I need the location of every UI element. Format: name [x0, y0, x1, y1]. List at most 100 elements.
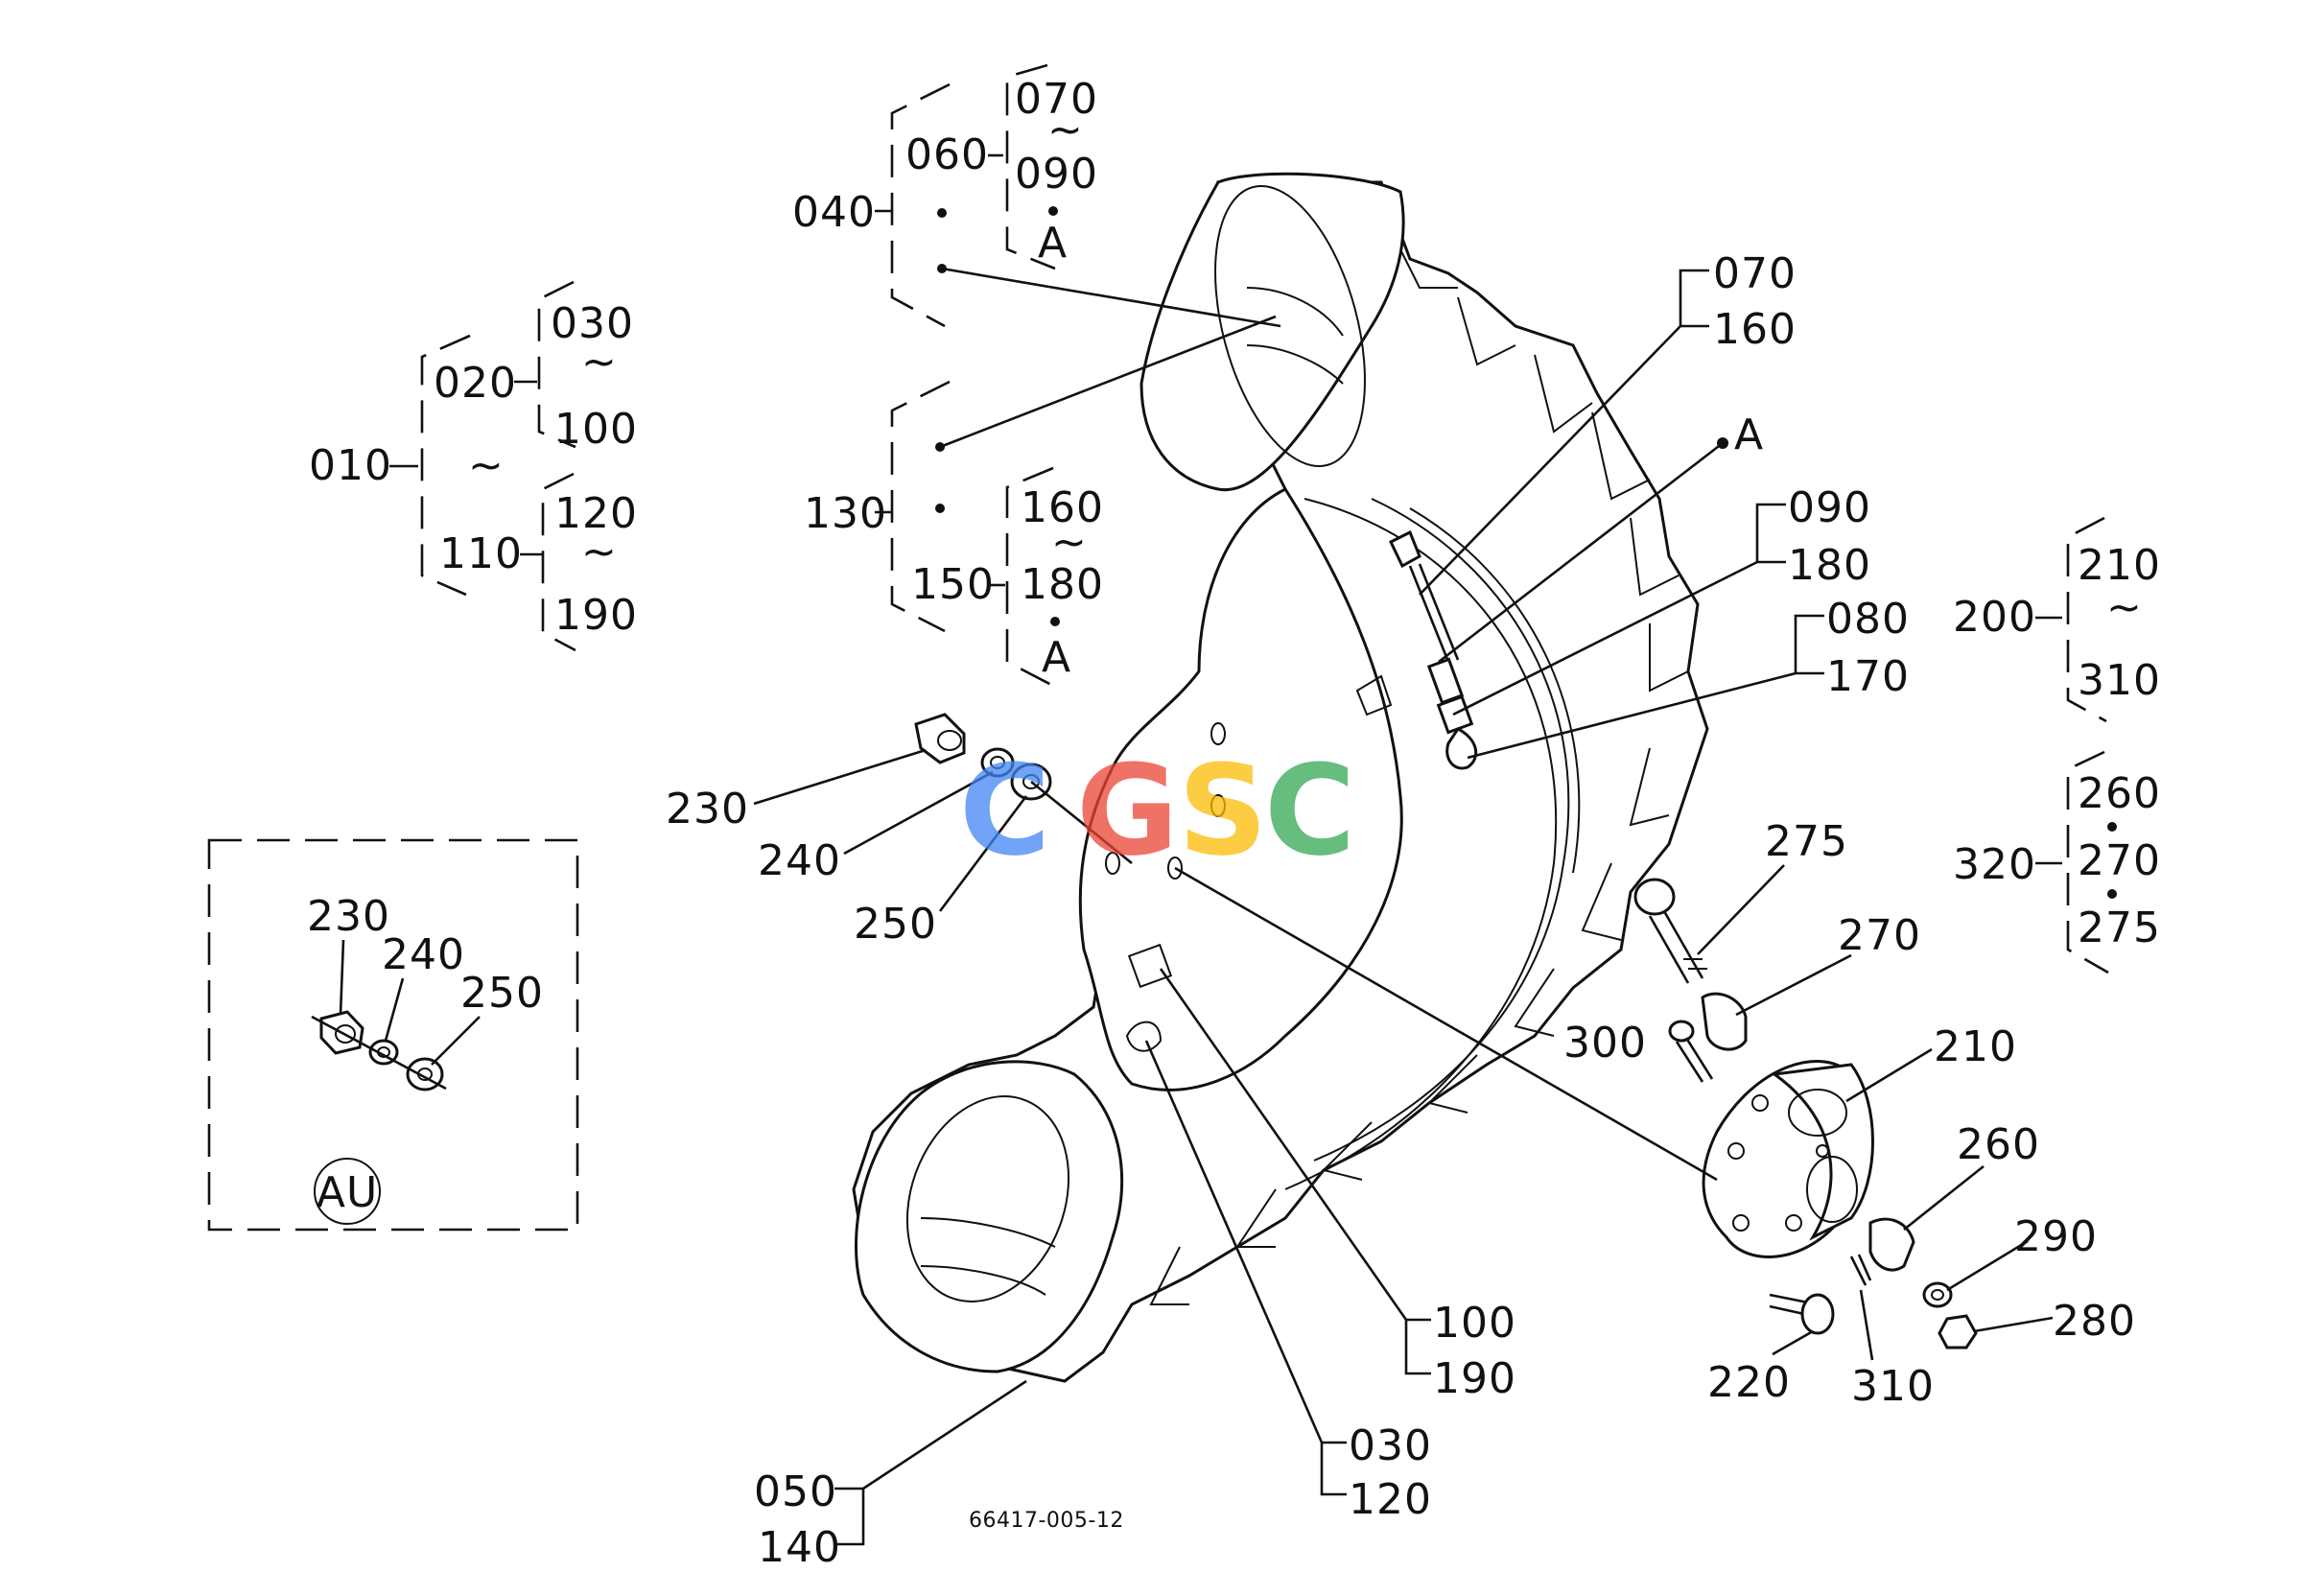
label-200: 200: [1953, 593, 2036, 642]
callout-230-240-250: 230 240 250: [666, 748, 1133, 949]
nut-230: [914, 713, 966, 764]
label-260-top: 260: [2078, 769, 2161, 818]
group-040: 040 060 070 ~ 090 A: [792, 63, 1098, 328]
svg-text:~: ~: [1047, 106, 1084, 154]
tire-section-bottom: [855, 1060, 1124, 1373]
label-090-right: 090: [1788, 483, 1871, 532]
label-180-top: 180: [1021, 560, 1104, 609]
au-label-230: 230: [307, 892, 390, 941]
label-120: 120: [1349, 1475, 1432, 1524]
watermark-letter-4: C: [1264, 738, 1355, 883]
svg-text:~: ~: [2106, 583, 2143, 632]
group-320: 320 260 270 275: [1953, 750, 2161, 974]
group-010: 010 020 ~ 110 030 ~ 100 120 ~ 190: [309, 280, 638, 652]
watermark-letter-2: G: [1076, 738, 1179, 883]
wheel-disc: [1078, 487, 1403, 1091]
label-130: 130: [804, 489, 887, 538]
label-030: 030: [1349, 1421, 1432, 1470]
label-040: 040: [792, 188, 876, 237]
bolt-220: [1769, 1293, 1835, 1335]
callout-A-right: A: [1438, 411, 1763, 664]
callout-260: 260: [1903, 1120, 2040, 1232]
label-110: 110: [439, 529, 523, 578]
au-inset: AU 230 240 250: [207, 838, 579, 1232]
drawing-code: 66417-005-12: [969, 1509, 1124, 1533]
label-270: 270: [1838, 911, 1921, 960]
washer-240: [980, 747, 1015, 778]
label-210: 210: [1934, 1022, 2017, 1071]
label-320: 320: [1953, 840, 2036, 889]
callout-090-180: 090 180: [1452, 483, 1871, 716]
au-tag: AU: [317, 1168, 378, 1217]
wheel-assembly: [852, 172, 1709, 1383]
svg-text:~: ~: [581, 528, 618, 576]
label-070-top: 070: [1015, 75, 1098, 124]
group-130: 130 150 160 ~ 180 A: [804, 380, 1104, 689]
label-180-right: 180: [1788, 541, 1871, 590]
collar-260: [1868, 1217, 1915, 1272]
tire-section-top: [1139, 172, 1405, 492]
label-310-top: 310: [2078, 656, 2161, 705]
callout-270: 270: [1735, 911, 1921, 1017]
label-310: 310: [1851, 1362, 1935, 1411]
label-250: 250: [854, 900, 937, 949]
label-020: 020: [434, 359, 517, 408]
rim-outer-edge: [1284, 498, 1558, 1190]
watermark-letter-3: S: [1178, 738, 1268, 883]
callout-100-190: 100 190: [1159, 968, 1516, 1403]
label-275: 275: [1765, 817, 1848, 866]
label-280: 280: [2053, 1297, 2136, 1346]
label-270-top: 270: [2078, 836, 2161, 885]
label-275-top: 275: [2078, 904, 2161, 952]
svg-text:~: ~: [581, 338, 618, 387]
cotter-pin-310: [1849, 1254, 1872, 1286]
callout-220: 220: [1707, 1329, 1814, 1407]
label-080: 080: [1826, 595, 1910, 644]
label-240: 240: [758, 836, 841, 885]
label-160-top: 160: [1021, 483, 1104, 532]
label-090-top: 090: [1015, 150, 1098, 199]
nut-280: [1938, 1314, 1978, 1350]
au-label-250: 250: [460, 969, 544, 1018]
au-tag-circle: [314, 1158, 381, 1225]
callout-300: 300: [1563, 1019, 1646, 1068]
watermark: C G S C: [959, 738, 1355, 883]
label-150: 150: [911, 560, 995, 609]
label-230: 230: [666, 785, 749, 833]
label-120-top: 120: [554, 489, 638, 538]
label-260: 260: [1957, 1120, 2040, 1169]
label-A-right: A: [1734, 411, 1763, 459]
label-100: 100: [1433, 1299, 1516, 1348]
callout-310: 310: [1851, 1289, 1935, 1411]
collar-270: [1701, 992, 1748, 1051]
svg-text:~: ~: [1051, 518, 1088, 567]
rim-inner-edge: [1313, 498, 1570, 1162]
callout-050-140: 050 140: [754, 1379, 1027, 1572]
au-label-240: 240: [382, 930, 465, 979]
label-190: 190: [1433, 1354, 1516, 1403]
watermark-letter-1: C: [959, 738, 1050, 883]
hub-assembly: [1633, 878, 1978, 1350]
label-010: 010: [309, 441, 392, 490]
group-200: 200 210 ~ 310: [1953, 516, 2161, 723]
label-140: 140: [758, 1523, 841, 1572]
callout-030-120: 030 120: [1144, 1040, 1432, 1524]
callout-290: 290: [1946, 1212, 2097, 1292]
label-030-top: 030: [551, 299, 634, 348]
label-060: 060: [905, 130, 989, 179]
callout-280: 280: [1973, 1297, 2136, 1346]
callout-080-170: 080 170: [1467, 595, 1910, 760]
callout-210: 210: [1845, 1022, 2017, 1103]
label-A-mid: A: [1042, 633, 1070, 682]
svg-text:~: ~: [468, 441, 505, 490]
bolt-275: [1633, 878, 1707, 984]
callout-070-160: 070 160: [1419, 249, 1796, 596]
label-220: 220: [1707, 1358, 1791, 1407]
label-170: 170: [1826, 652, 1910, 701]
pin-300: [1668, 1020, 1714, 1083]
label-050: 050: [754, 1467, 837, 1516]
label-100-top: 100: [554, 405, 638, 454]
callout-275: 275: [1697, 817, 1848, 955]
washer-290: [1922, 1281, 1953, 1308]
